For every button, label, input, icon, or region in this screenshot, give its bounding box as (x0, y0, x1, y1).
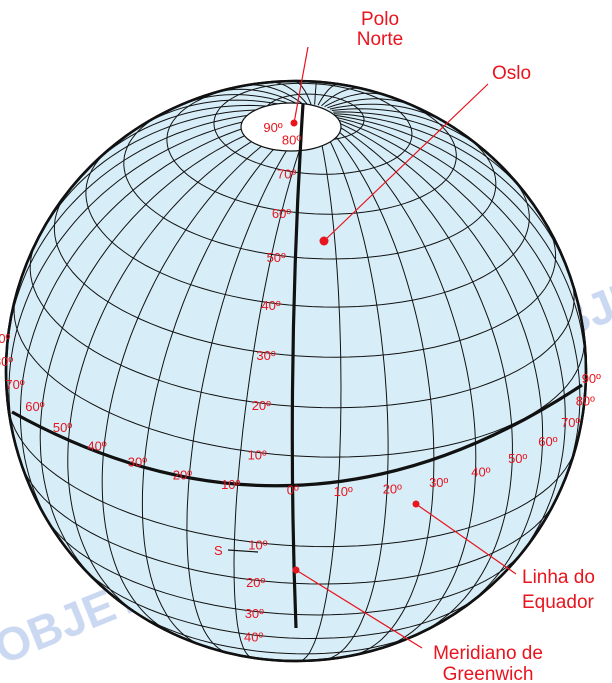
greenwich-label-line1: Meridiano de (433, 643, 543, 664)
longitude-west-label: 90º (0, 331, 11, 346)
longitude-east-label: 60º (538, 434, 557, 449)
greenwich-dot (292, 566, 300, 574)
longitude-west-label: 50º (53, 420, 72, 435)
equator-label-line2: Equador (522, 592, 595, 613)
meridian-line (101, 119, 301, 635)
parallel-line (21, 465, 555, 585)
meridian-line (67, 118, 299, 618)
equator-line (11, 383, 583, 488)
latitude-north-label: 70º (277, 166, 296, 181)
latitude-south-label: 30º (245, 606, 264, 621)
longitude-east-label: 0º (287, 482, 299, 497)
equator-label-line1: Linha do (522, 567, 595, 588)
north-pole-cap (240, 102, 342, 152)
oslo-dot (319, 236, 329, 246)
longitude-west-label: 10º (221, 477, 240, 492)
longitude-east-label: 50º (508, 451, 527, 466)
parallel-line (45, 518, 524, 616)
north-pole-leader (293, 46, 309, 124)
meridian-line (319, 122, 389, 661)
longitude-west-label: 30º (128, 455, 147, 470)
coordinate-grid (6, 81, 586, 661)
latitude-south-label: 10º (248, 537, 267, 552)
greenwich-meridian (290, 103, 305, 629)
meridian-line (19, 115, 295, 537)
longitude-east-label: 70º (561, 415, 580, 430)
callouts: Polo Norte Oslo Linha do Equador Meridia… (214, 9, 595, 683)
north-pole-dot (290, 119, 298, 127)
greenwich-label-line2: Greenwich (443, 664, 534, 683)
longitude-west-label: 60º (25, 399, 44, 414)
latitude-north-label: 30º (256, 348, 275, 363)
oslo-label: Oslo (492, 63, 531, 84)
parallel-line (123, 109, 497, 260)
meridian-line (330, 119, 544, 615)
parallel-line (13, 292, 585, 458)
latitude-north-label: 20º (252, 398, 271, 413)
meridian-line (333, 116, 581, 500)
equator-leader (415, 503, 517, 575)
latitude-north-label: 40º (261, 298, 280, 313)
equator-dot (412, 500, 420, 508)
north-pole-label-line1: Polo (361, 9, 399, 30)
meridian-line (186, 121, 307, 654)
latitude-south-label: 20º (246, 575, 265, 590)
greenwich-leader (295, 569, 423, 649)
meridian-line (141, 120, 304, 647)
longitude-east-label: 40º (471, 465, 490, 480)
longitude-west-label: 40º (87, 439, 106, 454)
degree-labels: 90º80º70º60º50º40º30º20º10º10º20º30º40º0… (0, 120, 601, 645)
globe-outline (4, 79, 588, 663)
longitude-east-label: 90º (582, 371, 601, 386)
meridian-line (299, 122, 342, 661)
meridian-line (328, 120, 513, 637)
oslo-leader (323, 83, 489, 242)
latitude-south-label: 40º (244, 630, 263, 645)
longitude-west-label: 80º (0, 354, 13, 369)
longitude-west-label: 70º (5, 377, 24, 392)
parallel-line (128, 607, 430, 655)
latitude-north-label: 90º (263, 120, 282, 135)
meridian-line (332, 117, 566, 569)
parallel-line (53, 190, 557, 358)
longitude-east-label: 30º (429, 475, 448, 490)
meridian-line (326, 121, 477, 649)
longitude-west-label: 20º (173, 468, 192, 483)
meridian-line (6, 112, 294, 360)
south-tick (227, 549, 259, 553)
meridian-line (323, 122, 435, 657)
south-label: S (214, 543, 223, 558)
latitude-north-label: 10º (248, 447, 267, 462)
latitude-north-label: 50º (267, 250, 286, 265)
parallel-line (78, 563, 485, 640)
meridian-line (233, 122, 311, 659)
longitude-east-label: 20º (383, 481, 402, 496)
latitude-north-label: 60º (272, 206, 291, 221)
parallel-line (166, 83, 457, 215)
latitude-north-label: 80º (282, 133, 301, 148)
parallel-line (8, 409, 576, 548)
longitude-east-label: 80º (576, 394, 595, 409)
meridian-line (8, 113, 295, 463)
meridian-line (334, 114, 586, 401)
longitude-east-label: 10º (334, 484, 353, 499)
parallel-line (85, 145, 530, 308)
north-pole-label-line2: Norte (357, 29, 403, 50)
meridian-line (39, 116, 297, 591)
